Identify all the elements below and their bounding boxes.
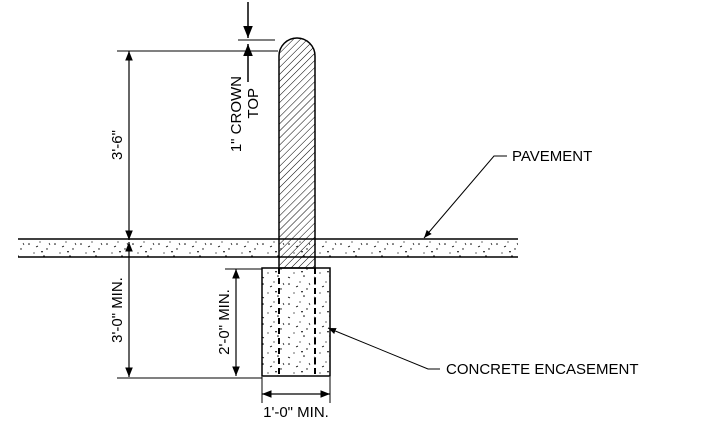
pavement-label: PAVEMENT <box>512 148 592 165</box>
pavement-slab <box>18 238 518 258</box>
height-dimension <box>117 50 278 240</box>
bollard-post <box>278 37 316 269</box>
concrete-encasement-label: CONCRETE ENCASEMENT <box>446 361 639 378</box>
encasement-width-label: 1'-0" MIN. <box>263 404 329 421</box>
depth-below-label: 3'-0" MIN. <box>109 277 126 343</box>
depth-dimension <box>117 242 262 379</box>
encasement-depth-label: 2'-0" MIN. <box>216 289 233 355</box>
encasement-leader <box>327 327 440 370</box>
concrete-encasement <box>261 267 331 377</box>
pavement-leader <box>423 155 507 239</box>
crown-label-line1: 1" CROWN <box>228 76 245 152</box>
height-above-label: 3'-6" <box>109 130 126 160</box>
crown-label-line2: TOP <box>245 88 262 119</box>
encasement-depth-dimension <box>225 268 262 376</box>
encasement-width-dimension <box>261 377 331 403</box>
